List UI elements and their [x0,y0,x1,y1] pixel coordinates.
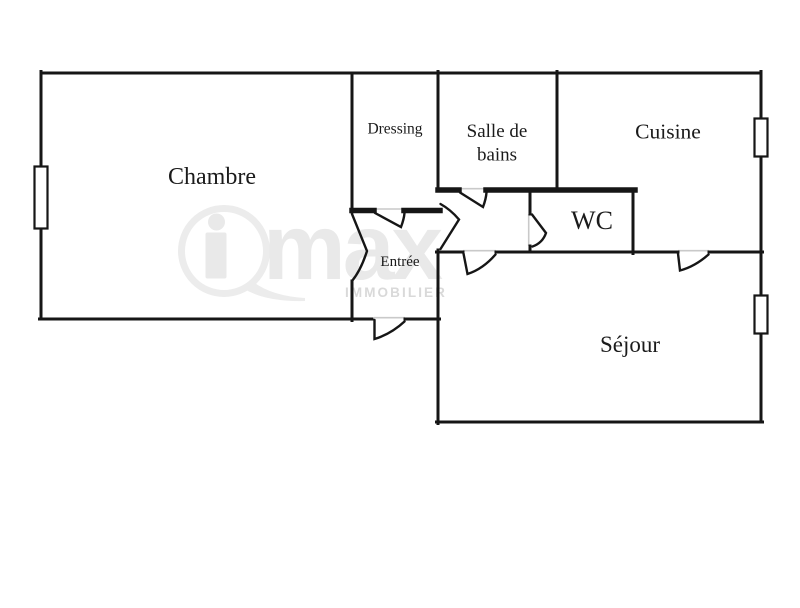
room-label-cuisine: Cuisine [635,120,701,144]
room-label-wc: WC [571,206,613,235]
watermark-logo-i-dot [208,213,225,231]
door-swing-icon-front-entrance [373,318,406,341]
door-swing-icon-wc [530,213,548,248]
watermark-logo-swoosh [243,281,305,302]
door-swing-icon-salle-de-bains [458,191,488,209]
room-label-sejour: Séjour [600,332,660,357]
room-label-salle-de-bains-line2: bains [477,145,517,166]
room-label-entree: Entrée [380,254,419,270]
door-swing-icon-chambre [350,212,369,283]
room-label-chambre: Chambre [168,164,256,190]
room-label-salle-de-bains-line1: Salle de [467,121,528,142]
window-icon-sejour [753,294,769,335]
threshold-lines [374,187,709,319]
window-icon-chambre [33,165,49,230]
door-thresholds [374,187,709,319]
door-swing-icon-corridor-sejour [462,252,497,276]
door-swing-icon-entree-corridor [439,202,461,251]
room-label-dressing: Dressing [367,121,422,138]
walls-thick [349,187,638,214]
watermark-logo-i-stem [205,232,227,279]
door-swing-icon-cuisine-sejour [676,252,710,273]
watermark-logo-ring [178,205,270,297]
watermark-subtitle: IMMOBILIER [345,285,447,300]
windows [33,117,769,335]
wall-lines-thick [349,187,638,214]
doors [350,191,710,341]
window-icon-cuisine [753,117,769,158]
door-swing-icon-dressing [373,211,406,229]
room-labels: Chambre Dressing Salle de bains Cuisine … [168,120,701,358]
